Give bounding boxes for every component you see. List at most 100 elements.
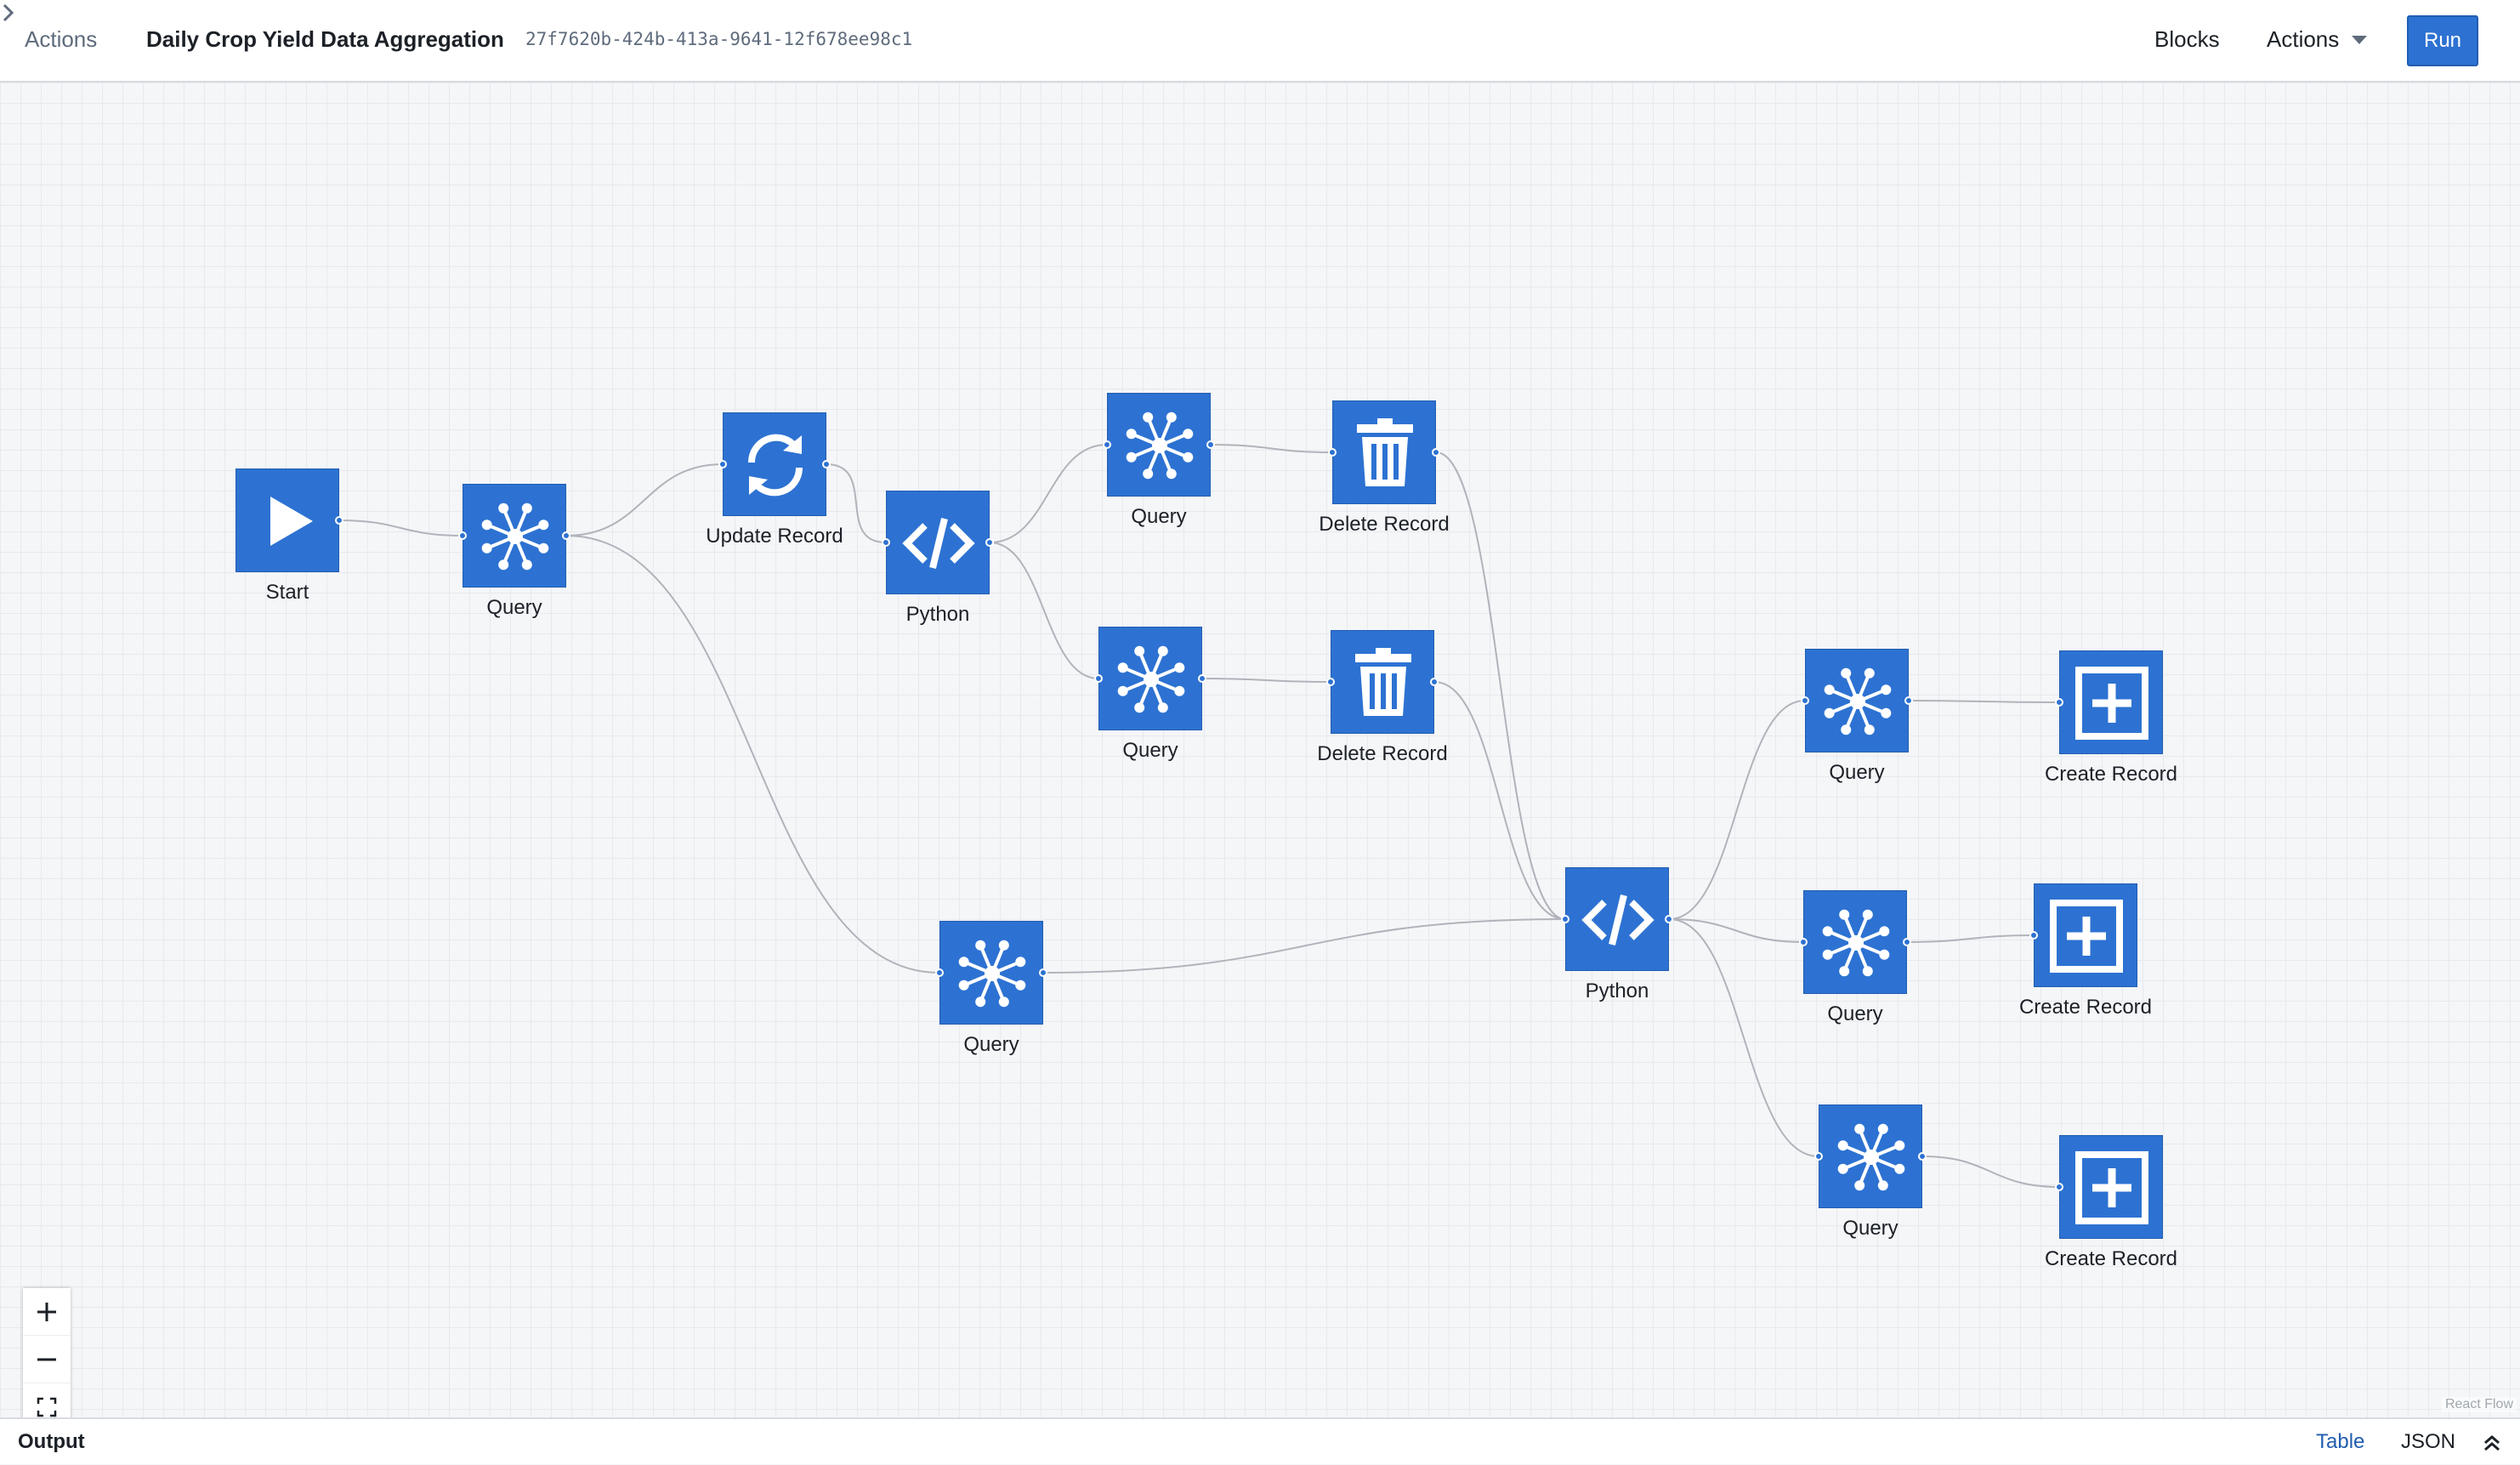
output-panel-bar: Output Table JSON xyxy=(0,1417,2520,1464)
output-label: Output xyxy=(18,1430,85,1453)
fit-view-icon xyxy=(37,1397,57,1417)
target-handle[interactable] xyxy=(2055,698,2063,707)
source-handle[interactable] xyxy=(1198,674,1206,683)
node-query7[interactable] xyxy=(1819,1104,1922,1208)
source-handle[interactable] xyxy=(1039,968,1047,977)
node-start[interactable] xyxy=(236,468,339,572)
source-handle[interactable] xyxy=(1665,915,1673,923)
target-handle[interactable] xyxy=(882,538,890,547)
source-handle[interactable] xyxy=(1206,440,1215,449)
node-query2[interactable] xyxy=(1107,393,1211,497)
node-query3[interactable] xyxy=(1098,627,1202,730)
code-icon xyxy=(1581,894,1654,945)
trash-icon xyxy=(1357,418,1413,486)
caret-down-icon[interactable] xyxy=(2352,36,2367,44)
plus-box-icon xyxy=(2075,1151,2148,1224)
node-delete2[interactable] xyxy=(1331,630,1434,734)
query-hub-icon xyxy=(1824,667,1892,735)
chevron-right-icon xyxy=(3,3,14,22)
zoom-out-button[interactable] xyxy=(23,1336,71,1383)
tab-table[interactable]: Table xyxy=(2316,1430,2365,1453)
target-handle[interactable] xyxy=(458,531,467,540)
blocks-button[interactable]: Blocks xyxy=(2154,26,2220,52)
node-label: Start xyxy=(265,581,309,604)
node-query1[interactable] xyxy=(463,484,566,588)
code-icon xyxy=(902,518,975,569)
target-handle[interactable] xyxy=(2029,931,2038,940)
edge-query4-python2[interactable] xyxy=(1042,918,1566,974)
edge-query5-create1[interactable] xyxy=(1908,700,2060,703)
node-create1[interactable] xyxy=(2059,650,2163,754)
zoom-in-button[interactable] xyxy=(23,1288,71,1336)
edge-delete2-python2[interactable] xyxy=(1433,681,1566,920)
edge-layer xyxy=(338,444,2060,1188)
source-handle[interactable] xyxy=(335,516,343,525)
query-hub-icon xyxy=(481,503,549,571)
chevrons-up-icon[interactable] xyxy=(2479,1430,2505,1456)
source-handle[interactable] xyxy=(1903,938,1911,946)
run-button[interactable]: Run xyxy=(2407,15,2478,66)
edge-query1-update1[interactable] xyxy=(565,463,724,537)
query-hub-icon xyxy=(1117,645,1185,713)
node-query6[interactable] xyxy=(1803,890,1907,994)
edge-python2-query5[interactable] xyxy=(1668,700,1806,920)
query-hub-icon xyxy=(958,940,1026,1008)
target-handle[interactable] xyxy=(1801,696,1809,705)
tab-json[interactable]: JSON xyxy=(2401,1430,2456,1453)
target-handle[interactable] xyxy=(1561,915,1569,923)
edge-query6-create2[interactable] xyxy=(1906,934,2035,943)
node-label: Query xyxy=(1122,739,1178,762)
edge-python2-query6[interactable] xyxy=(1668,918,1804,943)
canvas-controls xyxy=(23,1288,71,1417)
edge-update1-python1[interactable] xyxy=(826,463,887,543)
source-handle[interactable] xyxy=(822,460,831,468)
edge-query3-delete2[interactable] xyxy=(1201,678,1331,683)
node-label: Query xyxy=(1829,761,1885,784)
node-create3[interactable] xyxy=(2059,1135,2163,1239)
edge-query1-query4[interactable] xyxy=(565,535,940,974)
target-handle[interactable] xyxy=(2055,1183,2063,1191)
edge-start-query1[interactable] xyxy=(338,520,463,537)
target-handle[interactable] xyxy=(1328,448,1337,457)
actions-menu-button[interactable]: Actions xyxy=(2267,26,2340,52)
source-handle[interactable] xyxy=(562,531,570,540)
edge-python2-query7[interactable] xyxy=(1668,918,1819,1157)
node-label: Delete Record xyxy=(1317,742,1448,765)
target-handle[interactable] xyxy=(1094,674,1103,683)
react-flow-attribution[interactable]: React Flow xyxy=(2441,1397,2517,1412)
refresh-icon xyxy=(747,434,803,497)
edge-query2-delete1[interactable] xyxy=(1210,444,1333,453)
query-hub-icon xyxy=(1126,412,1194,480)
node-update1[interactable] xyxy=(723,412,826,516)
target-handle[interactable] xyxy=(1814,1152,1823,1161)
target-handle[interactable] xyxy=(1103,440,1111,449)
source-handle[interactable] xyxy=(1432,448,1440,457)
edge-query7-create3[interactable] xyxy=(1921,1156,2060,1188)
node-query4[interactable] xyxy=(939,921,1043,1025)
edge-python1-query2[interactable] xyxy=(989,444,1108,543)
play-icon xyxy=(270,497,313,546)
node-python1[interactable] xyxy=(886,491,990,594)
source-handle[interactable] xyxy=(985,538,994,547)
target-handle[interactable] xyxy=(1326,678,1335,686)
target-handle[interactable] xyxy=(935,968,944,977)
source-handle[interactable] xyxy=(1430,678,1439,686)
node-query5[interactable] xyxy=(1805,649,1909,752)
node-label: Delete Record xyxy=(1319,513,1450,536)
node-create2[interactable] xyxy=(2034,883,2137,987)
fit-view-button[interactable] xyxy=(23,1383,71,1417)
edge-python1-query3[interactable] xyxy=(989,542,1099,679)
node-delete1[interactable] xyxy=(1332,400,1436,504)
source-handle[interactable] xyxy=(1904,696,1913,705)
node-python2[interactable] xyxy=(1565,867,1669,971)
node-label: Python xyxy=(905,603,970,626)
node-label: Update Record xyxy=(706,525,843,548)
breadcrumb-actions[interactable]: Actions xyxy=(25,26,98,52)
trash-icon xyxy=(1355,648,1411,716)
target-handle[interactable] xyxy=(1799,938,1808,946)
edge-delete1-python2[interactable] xyxy=(1435,451,1566,920)
source-handle[interactable] xyxy=(1918,1152,1927,1161)
target-handle[interactable] xyxy=(718,460,727,468)
plus-icon xyxy=(37,1303,56,1321)
